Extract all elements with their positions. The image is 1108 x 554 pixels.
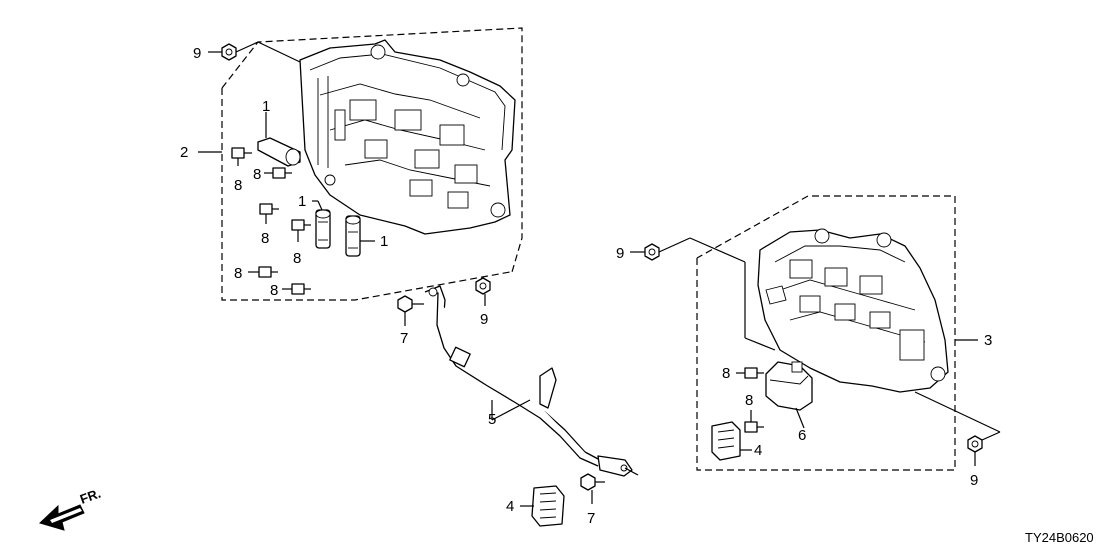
callout-9-topleft: 9: [193, 45, 201, 62]
callout-7-bottom: 7: [587, 510, 595, 527]
callout-8-g: 8: [722, 365, 730, 382]
nut-9-mid: [475, 277, 491, 306]
fuse-1-right: [345, 215, 375, 257]
callout-7-left: 7: [400, 330, 408, 347]
callout-5: 5: [488, 411, 496, 428]
callout-3: 3: [984, 332, 992, 349]
nut-9-right-bottom: [914, 391, 1001, 466]
right-assembly-group: [630, 195, 1001, 471]
relay-6: [765, 361, 813, 429]
bolt-8-d: [291, 219, 311, 242]
callout-9-right-top: 9: [616, 245, 624, 262]
cover-4-right: [711, 421, 752, 461]
nut-9-topleft: [208, 41, 301, 63]
left-fuse-box: [299, 39, 516, 235]
callout-4-bottom: 4: [506, 498, 514, 515]
left-assembly-boundary: [221, 88, 511, 301]
front-direction-arrow-icon: [39, 504, 85, 531]
callout-8-a: 8: [234, 177, 242, 194]
left-assembly-group: [198, 27, 523, 306]
callout-6: 6: [798, 427, 806, 444]
bolt-8-f: [282, 283, 311, 295]
callout-8-c: 8: [261, 230, 269, 247]
bolt-7-left: [397, 295, 424, 326]
callout-9-right-bottom: 9: [970, 472, 978, 489]
bolt-8-b: [264, 167, 292, 179]
bolt-8-e: [248, 266, 278, 278]
diagram-code: TY24B0620: [1025, 530, 1094, 545]
callout-8-h: 8: [745, 392, 753, 409]
callout-1-right: 1: [380, 233, 388, 250]
nut-9-right-top: [630, 237, 776, 351]
fuse-1-mid: [312, 200, 331, 249]
cover-4-bottom: [520, 485, 565, 527]
bolt-7-bottom: [580, 473, 605, 504]
callout-1-top: 1: [262, 98, 270, 115]
bolt-8-right-a: [736, 367, 764, 379]
cable-assembly: [424, 285, 639, 477]
right-assembly-boundary: [696, 195, 956, 471]
right-fuse-box: [757, 228, 949, 393]
callout-8-e: 8: [234, 265, 242, 282]
callout-2: 2: [180, 144, 188, 161]
fuse-1-top: [257, 112, 301, 167]
front-label: FR.: [78, 486, 103, 507]
bolt-8-a: [231, 147, 252, 166]
left-assembly-boundary-top: [221, 27, 523, 273]
callout-4-right: 4: [754, 442, 762, 459]
bolt-8-right-b: [744, 410, 764, 433]
callout-8-f: 8: [270, 282, 278, 299]
callout-9-mid: 9: [480, 311, 488, 328]
callout-1-mid: 1: [298, 193, 306, 210]
bolt-8-c: [259, 203, 279, 224]
callout-8-d: 8: [293, 250, 301, 267]
callout-8-b: 8: [253, 166, 261, 183]
